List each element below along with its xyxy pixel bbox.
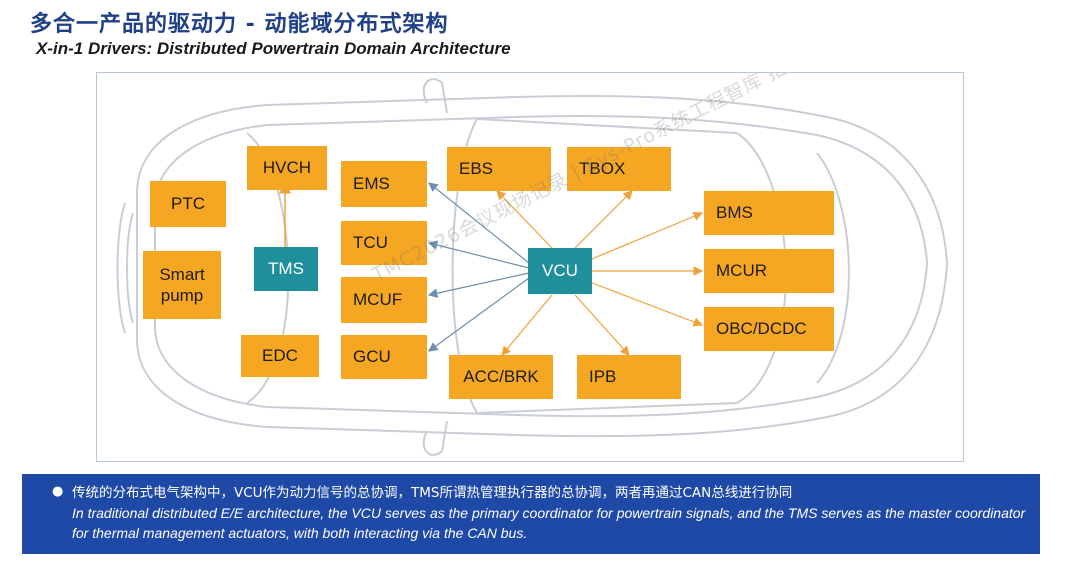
bullet-icon: ● xyxy=(52,484,64,499)
module-ptc: PTC xyxy=(150,181,226,227)
note-text-en: In traditional distributed E/E architect… xyxy=(72,505,1026,541)
module-bms: BMS xyxy=(704,191,834,235)
module-acc-brk: ACC/BRK xyxy=(449,355,553,399)
note-text-cn: 传统的分布式电气架构中，VCU作为动力信号的总协调，TMS所谓热管理执行器的总协… xyxy=(72,485,793,501)
module-mcur: MCUR xyxy=(704,249,834,293)
module-mcuf: MCUF xyxy=(341,277,427,323)
module-smart-pump: Smart pump xyxy=(143,251,221,319)
module-tms: TMS xyxy=(254,247,318,291)
summary-note: ● 传统的分布式电气架构中，VCU作为动力信号的总协调，TMS所谓热管理执行器的… xyxy=(22,474,1040,554)
module-vcu: VCU xyxy=(528,248,592,294)
module-ems: EMS xyxy=(341,161,427,207)
page-title-en: X-in-1 Drivers: Distributed Powertrain D… xyxy=(36,39,511,58)
module-obc-dcdc: OBC/DCDC xyxy=(704,307,834,351)
architecture-diagram: HVCH PTC Smart pump TMS EDC EMS TCU MCUF… xyxy=(96,72,964,462)
module-edc: EDC xyxy=(241,335,319,377)
module-ebs: EBS xyxy=(447,147,551,191)
module-ipb: IPB xyxy=(577,355,681,399)
module-tcu: TCU xyxy=(341,221,427,265)
module-gcu: GCU xyxy=(341,335,427,379)
page-title-cn: 多合一产品的驱动力 - 动能域分布式架构 xyxy=(30,12,449,37)
module-hvch: HVCH xyxy=(247,146,327,190)
module-tbox: TBOX xyxy=(567,147,671,191)
